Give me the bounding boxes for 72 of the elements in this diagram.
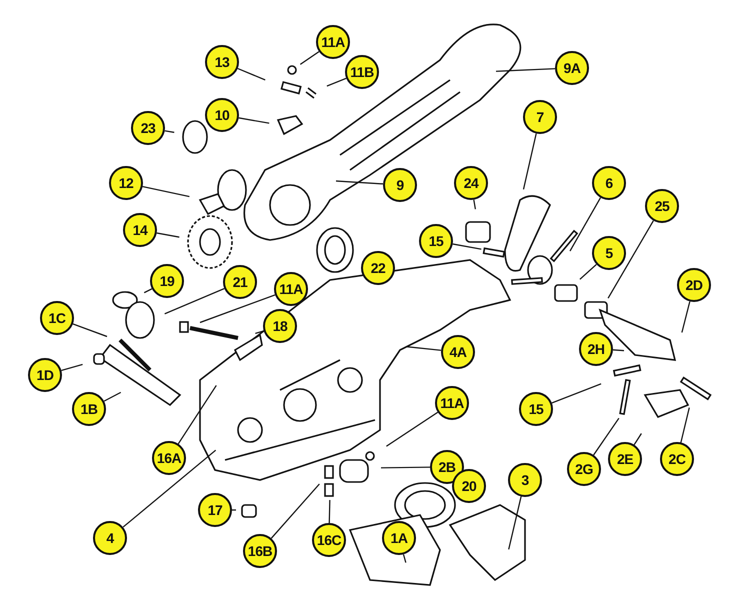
- callout-number: 11A: [435, 386, 469, 420]
- callout-number: 6: [592, 166, 626, 200]
- callout-number: 4: [93, 521, 127, 555]
- leader-line: [156, 232, 180, 238]
- leader-line: [61, 364, 83, 371]
- callout-number: 19: [150, 264, 184, 298]
- callout-number: 16A: [152, 441, 186, 475]
- leader-line: [508, 496, 522, 550]
- callout-number: 16C: [312, 523, 346, 557]
- leader-line: [142, 186, 190, 198]
- callout-number: 11A: [274, 272, 308, 306]
- callout-number: 9A: [555, 51, 589, 85]
- callout-number: 15: [519, 392, 553, 426]
- leader-line: [200, 294, 276, 324]
- callout-number: 2H: [579, 332, 613, 366]
- callout-number: 2C: [660, 442, 694, 476]
- callout-number: 2E: [608, 442, 642, 476]
- leader-line: [608, 220, 654, 298]
- callout-number: 15: [419, 224, 453, 258]
- leader-line: [680, 407, 690, 443]
- callout-number: 2G: [567, 452, 601, 486]
- callout-number: 12: [109, 166, 143, 200]
- leader-line: [381, 466, 430, 468]
- leader-line: [300, 51, 320, 65]
- callout-number: 1D: [28, 358, 62, 392]
- leader-line: [122, 450, 216, 528]
- leader-line: [336, 180, 384, 184]
- callout-number: 3: [508, 463, 542, 497]
- callout-number: 9: [383, 168, 417, 202]
- leader-line: [72, 323, 108, 338]
- leader-line: [178, 385, 217, 444]
- callout-number: 4A: [441, 335, 475, 369]
- callout-number: 11B: [345, 55, 379, 89]
- leader-line: [580, 264, 597, 280]
- leader-line: [522, 133, 537, 190]
- callout-number: 5: [592, 236, 626, 270]
- leader-line: [406, 346, 442, 351]
- callout-number: 7: [523, 100, 557, 134]
- leader-line: [402, 554, 406, 563]
- callout-number: 10: [205, 98, 239, 132]
- leader-line: [386, 412, 438, 447]
- leader-line: [144, 288, 152, 294]
- leader-line: [237, 68, 266, 80]
- leader-line: [593, 418, 620, 456]
- callout-number: 21: [223, 265, 257, 299]
- leader-line: [473, 200, 476, 210]
- callout-number: 1C: [40, 301, 74, 335]
- callout-number: 13: [205, 45, 239, 79]
- leader-line: [552, 383, 602, 404]
- leader-line: [164, 130, 174, 133]
- leader-line: [496, 68, 556, 72]
- callout-number: 23: [131, 111, 165, 145]
- leader-line: [164, 288, 225, 314]
- callout-number: 14: [123, 213, 157, 247]
- leader-line: [255, 330, 264, 334]
- callout-number: 1B: [72, 392, 106, 426]
- leader-line: [326, 78, 346, 87]
- leader-line: [328, 500, 330, 524]
- callout-number: 24: [454, 166, 488, 200]
- leader-line: [238, 117, 270, 124]
- leader-line: [104, 392, 122, 402]
- callout-number: 22: [361, 251, 395, 285]
- leader-line: [569, 197, 602, 252]
- leader-line: [612, 349, 624, 352]
- callout-number: 11A: [316, 25, 350, 59]
- leader-line: [634, 433, 642, 446]
- leader-line: [270, 484, 320, 539]
- callout-number: 16B: [243, 534, 277, 568]
- callout-number: 25: [645, 189, 679, 223]
- leader-line: [681, 301, 690, 333]
- callout-number: 2D: [677, 268, 711, 302]
- callout-number: 17: [198, 493, 232, 527]
